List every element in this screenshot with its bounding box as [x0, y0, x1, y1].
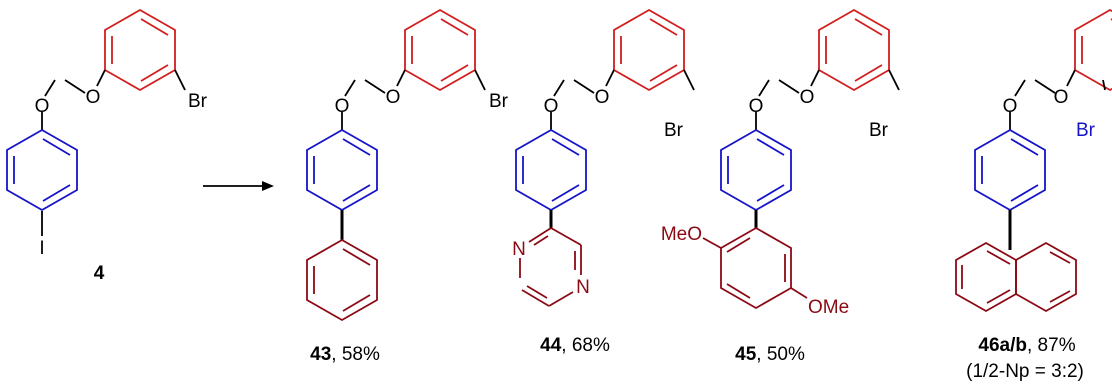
compound-label: 44 — [540, 335, 562, 356]
linker-bonds — [550, 69, 695, 130]
bromine-atom: Br — [188, 91, 208, 112]
bromophenyl-ring — [818, 8, 890, 92]
oxygen-atom: O — [1054, 87, 1069, 108]
phenyl-ring — [306, 238, 378, 322]
compound-caption: 43, 58% — [310, 344, 380, 365]
naphthyl-ring-system — [955, 241, 1077, 313]
methoxy-group: OMe — [808, 297, 849, 318]
bromophenyl-ring — [613, 8, 685, 92]
linker-bonds — [755, 69, 900, 130]
oxygen-atom: O — [35, 96, 50, 117]
compound-4: O O Br I 4 — [6, 8, 208, 284]
compound-yield: , 68% — [561, 335, 610, 356]
compound-45: MeO OMe O O Br 45, 50% — [661, 8, 900, 365]
phenylene-ring — [974, 128, 1046, 212]
compound-caption: 46a/b, 87% — [978, 335, 1075, 356]
dimethoxyphenyl-ring — [702, 226, 808, 310]
phenylene-ring — [720, 128, 792, 212]
compound-label: 46a/b — [978, 335, 1027, 356]
compound-caption: 44, 68% — [540, 335, 610, 356]
pyrazine-ring — [519, 227, 582, 307]
bromine-atom: Br — [869, 120, 889, 141]
compound-label: 45 — [735, 344, 757, 365]
oxygen-atom: O — [749, 96, 764, 117]
bromine-atom: Br — [1076, 120, 1096, 141]
phenylene-ring — [515, 128, 587, 212]
nitrogen-atom: N — [512, 239, 526, 260]
oxygen-atom: O — [544, 96, 559, 117]
compound-caption: 45, 50% — [735, 344, 805, 365]
iodine-atom: I — [39, 238, 44, 259]
linker-bonds — [341, 69, 486, 130]
iodophenyl-ring — [6, 128, 78, 212]
linker-bonds — [41, 69, 186, 236]
compound-label: 4 — [94, 263, 105, 284]
compound-yield: , 58% — [331, 344, 380, 365]
oxygen-atom: O — [1003, 96, 1018, 117]
compound-43: O O Br 43, 58% — [306, 8, 509, 365]
oxygen-atom: O — [86, 87, 101, 108]
compound-46ab: O O Br 46a/b, 87% (1/2-Np = 3:2) — [955, 8, 1112, 382]
bromophenyl-ring — [404, 8, 476, 92]
oxygen-atom: O — [335, 96, 350, 117]
compound-label: 43 — [310, 344, 331, 365]
nitrogen-atom: N — [576, 277, 590, 298]
compound-yield: , 50% — [756, 344, 805, 365]
compound-44: N N O O Br 44, 68% — [512, 8, 695, 356]
methoxy-group: MeO — [661, 224, 702, 245]
bromine-atom: Br — [664, 120, 684, 141]
oxygen-atom: O — [386, 87, 401, 108]
bromine-atom: Br — [489, 91, 509, 112]
reaction-arrow — [203, 181, 274, 191]
phenylene-ring — [306, 128, 378, 212]
compound-yield: , 87% — [1027, 335, 1076, 356]
bromophenyl-ring — [1074, 8, 1112, 92]
oxygen-atom: O — [595, 87, 610, 108]
linker-bonds — [1009, 69, 1106, 130]
bromophenyl-ring — [104, 8, 176, 92]
oxygen-atom: O — [800, 87, 815, 108]
isomer-ratio-note: (1/2-Np = 3:2) — [966, 361, 1084, 382]
